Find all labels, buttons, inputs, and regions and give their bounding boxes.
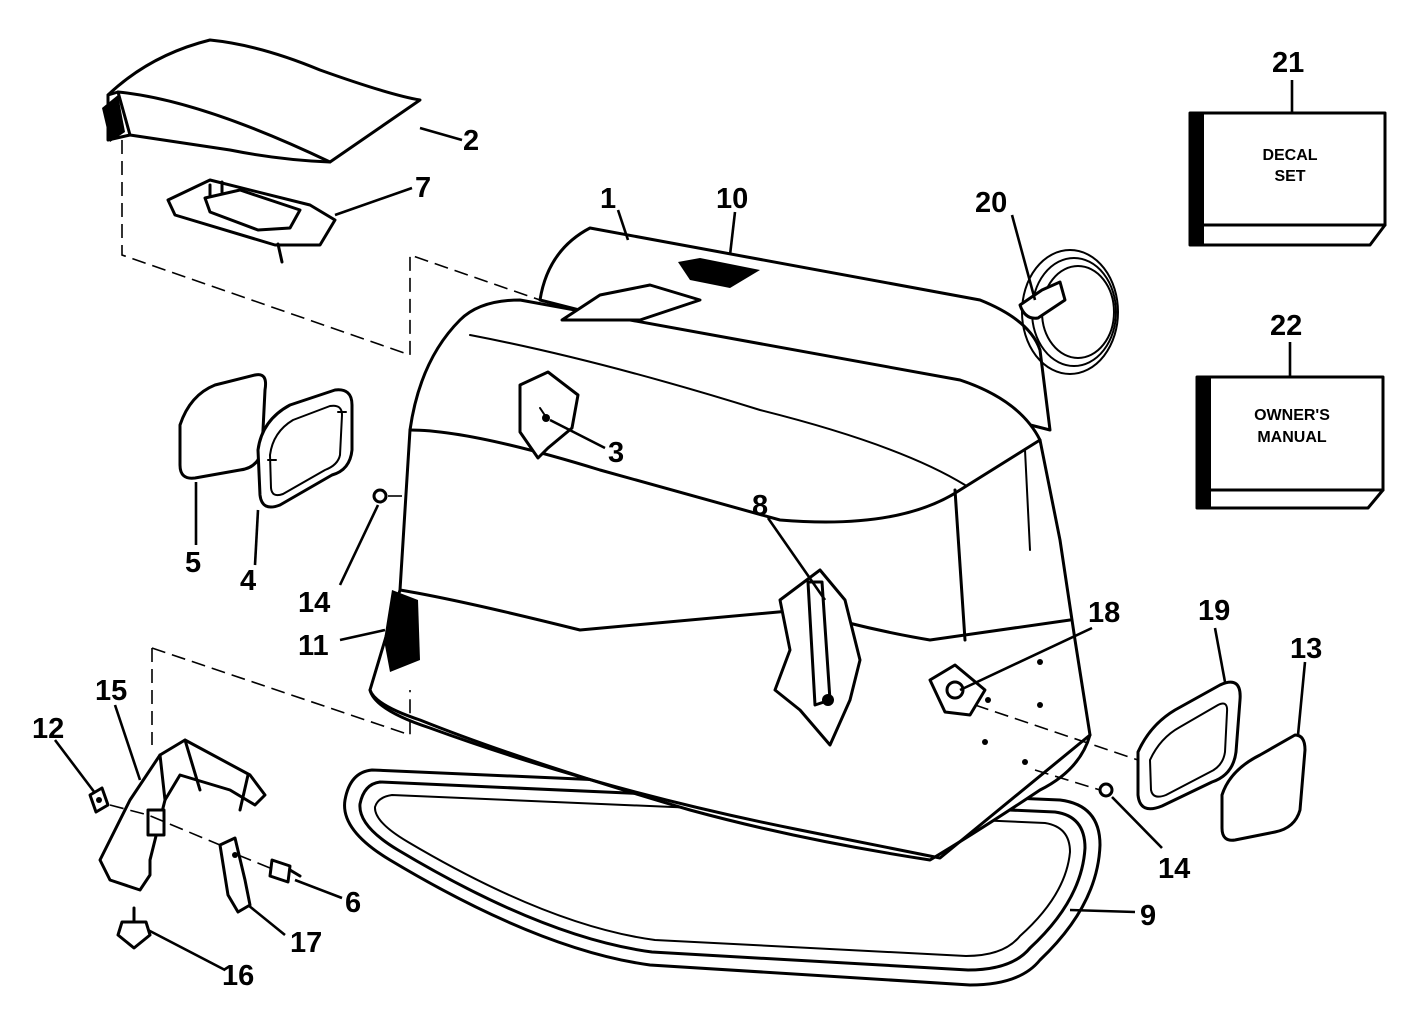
part-1-cowl: [368, 226, 1092, 862]
callout-15: 15: [95, 675, 127, 707]
callout-14-left: 14: [298, 587, 330, 619]
decal-label-line2: SET: [1274, 168, 1305, 185]
callout-2: 2: [463, 125, 479, 157]
manual-label-line1: OWNER'S: [1254, 407, 1330, 424]
callout-18: 18: [1088, 597, 1120, 629]
part-14a-screw: [372, 488, 388, 504]
part-5-lens: [178, 373, 267, 480]
part-17-latch: [218, 836, 252, 914]
part-16-bumper: [116, 906, 152, 950]
callout-8: 8: [752, 490, 768, 522]
callout-1: 1: [600, 183, 616, 215]
part-21-decal-box: DECAL SET: [1188, 111, 1387, 247]
callout-9: 9: [1140, 900, 1156, 932]
part-6-screw: [268, 858, 302, 884]
manual-label-line2: MANUAL: [1257, 429, 1327, 446]
part-19-frame: [1136, 680, 1242, 811]
callout-4: 4: [240, 565, 256, 597]
part-20-cable: [1018, 249, 1119, 375]
callout-3: 3: [608, 437, 624, 469]
part-12-clip: [88, 786, 110, 814]
assembly-dash-lines: [109, 140, 1139, 869]
callout-14-right: 14: [1158, 853, 1190, 885]
callout-5: 5: [185, 547, 201, 579]
part-22-manual-box: OWNER'S MANUAL: [1195, 375, 1385, 510]
callout-19: 19: [1198, 595, 1230, 627]
callout-10: 10: [716, 183, 748, 215]
callout-11: 11: [298, 630, 329, 662]
callout-21: 21: [1272, 47, 1304, 79]
part-15-bracket: [98, 738, 267, 892]
part-4-lens-frame: [256, 388, 354, 509]
part-7-frame: [166, 178, 337, 264]
callout-13: 13: [1290, 633, 1322, 665]
callout-16: 16: [222, 960, 254, 992]
callout-17: 17: [290, 927, 322, 959]
callout-22: 22: [1270, 310, 1302, 342]
leader-lines: [53, 80, 1307, 972]
part-2-top-cover: [102, 38, 422, 164]
decal-label-line1: DECAL: [1262, 147, 1317, 164]
part-14b-screw: [1098, 782, 1114, 798]
callout-6: 6: [345, 887, 361, 919]
callout-labels: 1 2 3 4 5 6 7 8 9 10 11 12 13 14 14 15 1…: [32, 47, 1322, 992]
part-13-lens: [1220, 733, 1307, 842]
callout-12: 12: [32, 713, 64, 745]
callout-20: 20: [975, 187, 1007, 219]
callout-7: 7: [415, 172, 431, 204]
